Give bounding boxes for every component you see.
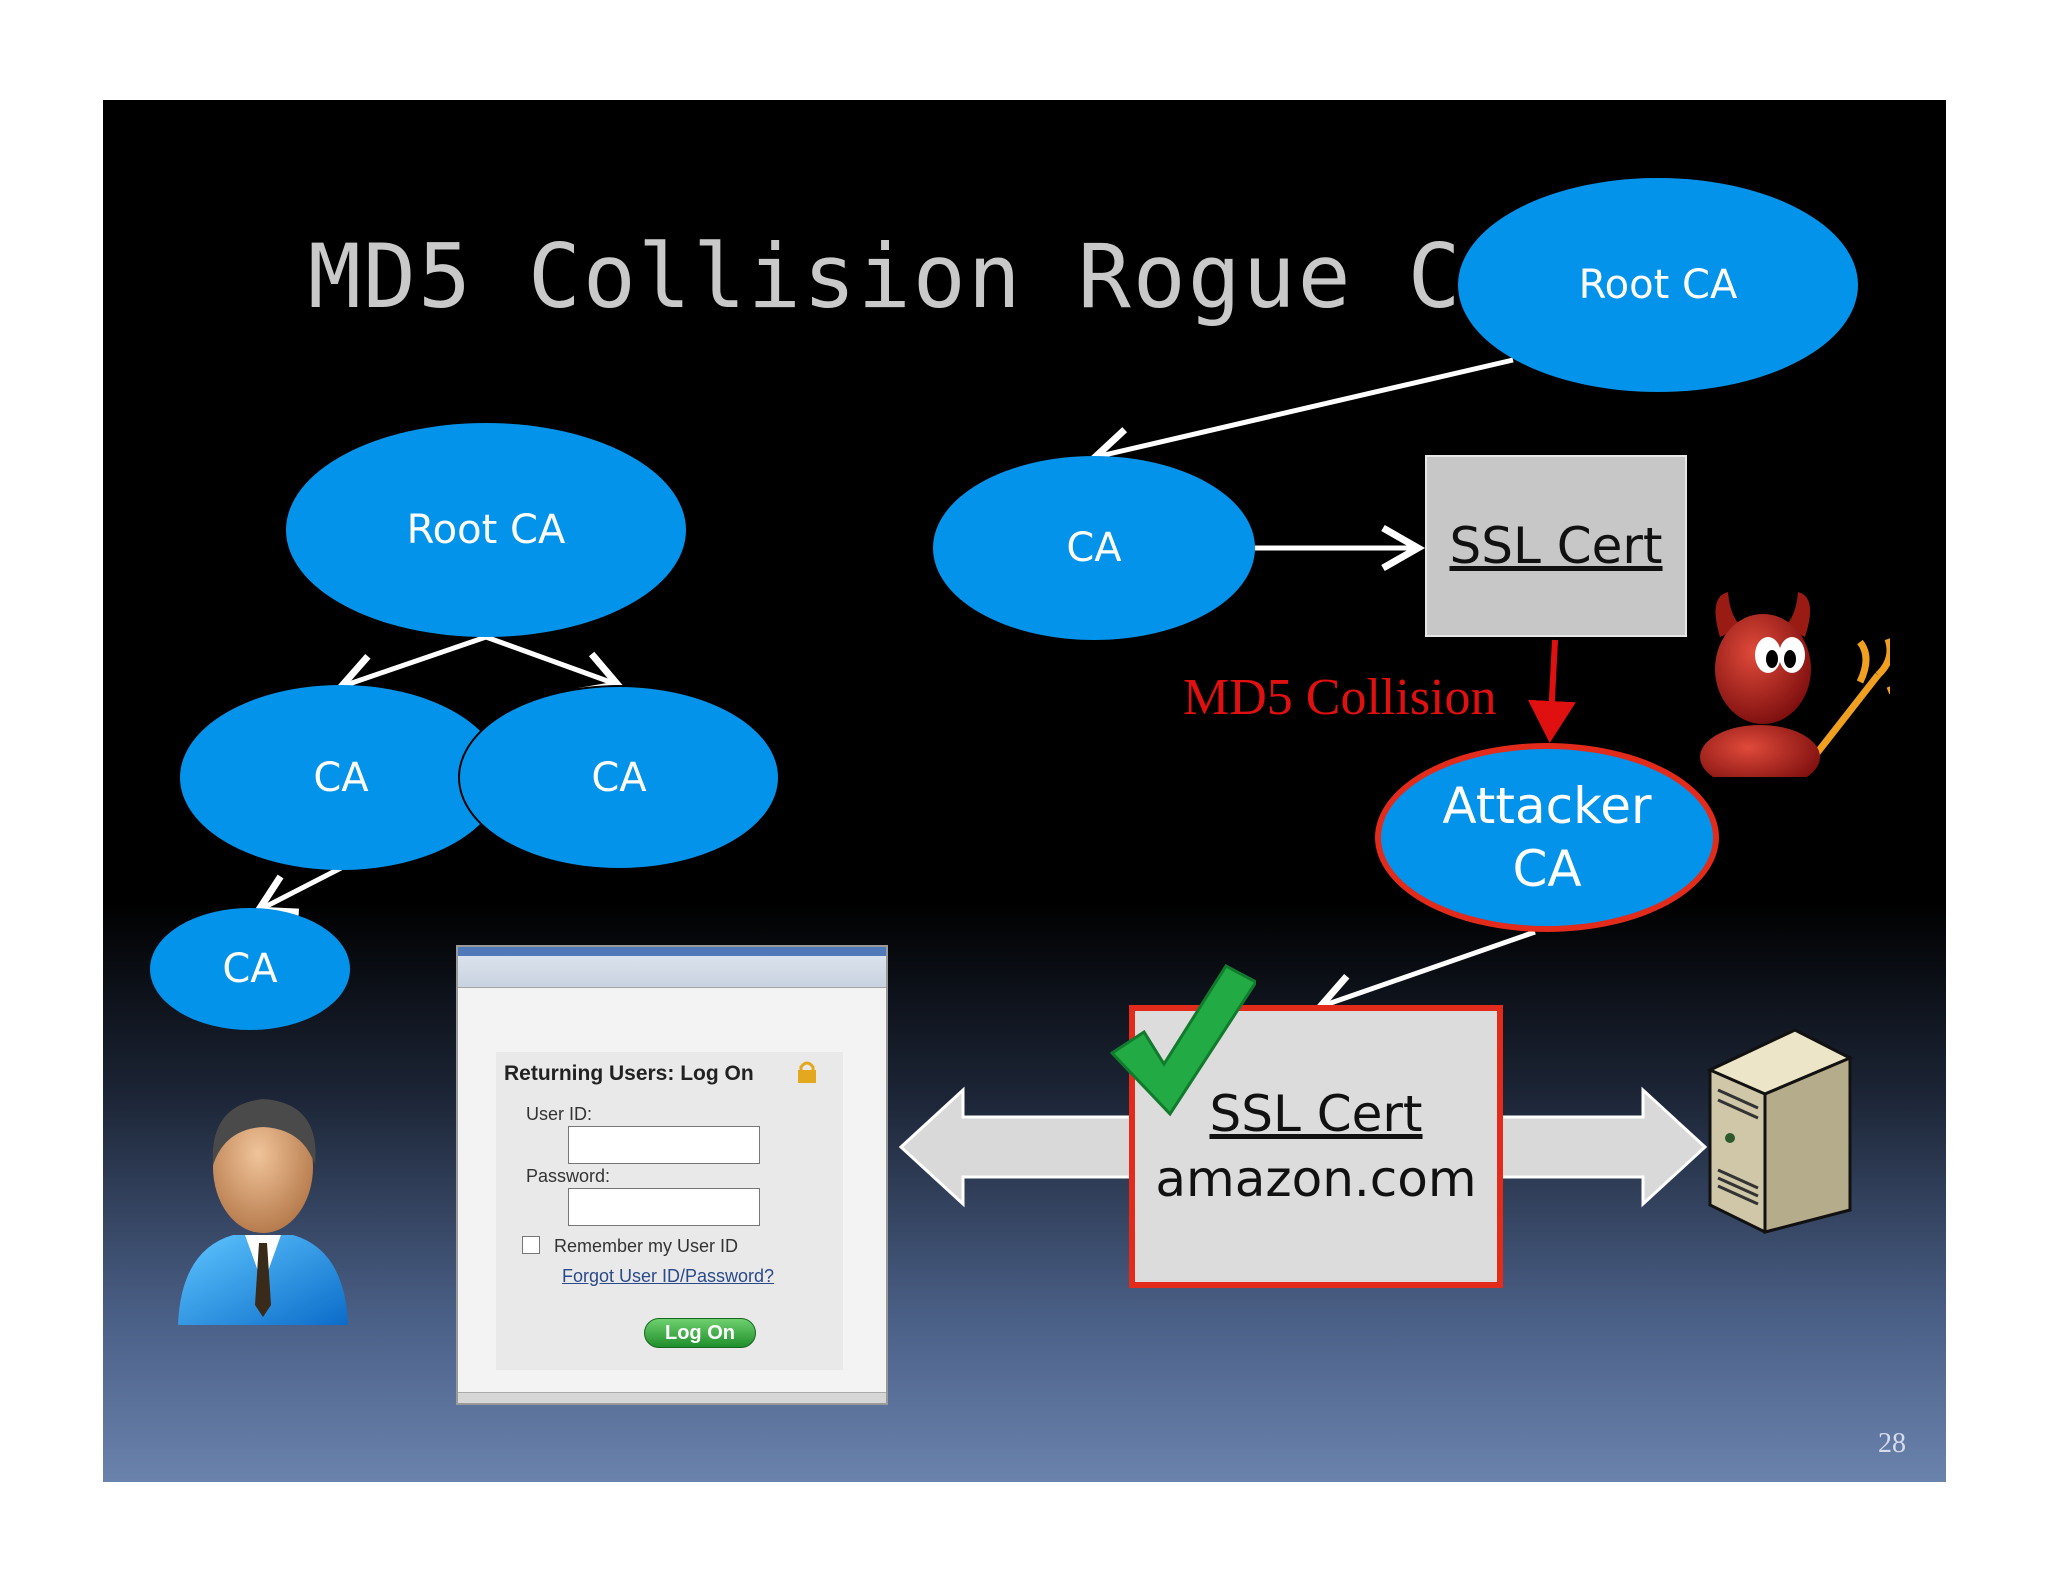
browser-chrome: [458, 947, 886, 988]
md5-collision-label: MD5 Collision: [1183, 669, 1497, 726]
remember-checkbox[interactable]: [522, 1236, 540, 1254]
user-id-field[interactable]: [568, 1126, 760, 1164]
left-ca-left: CA: [180, 685, 502, 870]
right-ca-label: CA: [1066, 525, 1122, 571]
password-field[interactable]: [568, 1188, 760, 1226]
lock-icon: [798, 1061, 816, 1083]
ssl-cert-label: SSL Cert: [1449, 517, 1663, 575]
left-ca-right: CA: [458, 685, 780, 870]
ssl-cert-box: SSL Cert: [1425, 455, 1687, 637]
right-root-ca: Root CA: [1458, 178, 1858, 392]
right-root-ca-label: Root CA: [1578, 262, 1738, 308]
remember-label: Remember my User ID: [554, 1236, 739, 1256]
left-root-ca: Root CA: [286, 423, 686, 637]
checkmark-icon: [1109, 964, 1256, 1117]
slide-title: MD5 Collision Rogue CA: [308, 225, 1518, 328]
forged-cert-label: SSL Cert: [1209, 1084, 1423, 1143]
logon-button[interactable]: Log On: [644, 1318, 756, 1348]
right-ca: CA: [933, 456, 1255, 640]
arrow-root-to-ca-right: [485, 634, 625, 696]
left-ca-left-label: CA: [313, 754, 369, 801]
connector-arrows: [252, 357, 1708, 1208]
forgot-link[interactable]: Forgot User ID/Password?: [562, 1266, 775, 1286]
browser-title-bar: [458, 947, 886, 956]
left-root-ca-label: Root CA: [406, 507, 566, 553]
user-icon: [178, 1099, 348, 1325]
attacker-ca-label-line2: CA: [1512, 839, 1582, 898]
left-ca-bottom: CA: [150, 908, 350, 1030]
devil-icon: [1700, 592, 1890, 777]
login-page-screenshot: Returning Users: Log On User ID: Passwor…: [456, 945, 888, 1405]
arrow-root-to-ca-left: [334, 634, 487, 698]
login-heading: Returning Users: Log On: [504, 1062, 754, 1085]
arrow-cert-server: [1499, 1086, 1708, 1208]
arrow-collision: [1527, 639, 1576, 743]
login-panel: Returning Users: Log On User ID: Passwor…: [496, 1052, 843, 1370]
server-icon: [1706, 1028, 1854, 1234]
left-ca-bottom-label: CA: [222, 946, 278, 992]
slide: MD5 Collision Rogue CA Root CA CA CA CA …: [103, 100, 1946, 1482]
page-number: 28: [1878, 1428, 1906, 1459]
attacker-ca-label-line1: Attacker: [1442, 777, 1652, 835]
password-label: Password:: [526, 1166, 611, 1186]
arrow-browser-cert: [898, 1086, 1133, 1208]
arrow-attacker-to-forged-cert: [1313, 929, 1536, 1018]
arrow-ca-to-ca-bottom: [252, 865, 343, 916]
left-ca-right-label: CA: [591, 754, 647, 801]
user-id-label: User ID:: [526, 1104, 593, 1124]
attacker-ca: Attacker CA: [1375, 743, 1719, 932]
forged-cert-domain: amazon.com: [1155, 1149, 1477, 1208]
arrow-root-to-ca: [1088, 357, 1514, 473]
browser-status-bar: [458, 1392, 886, 1403]
